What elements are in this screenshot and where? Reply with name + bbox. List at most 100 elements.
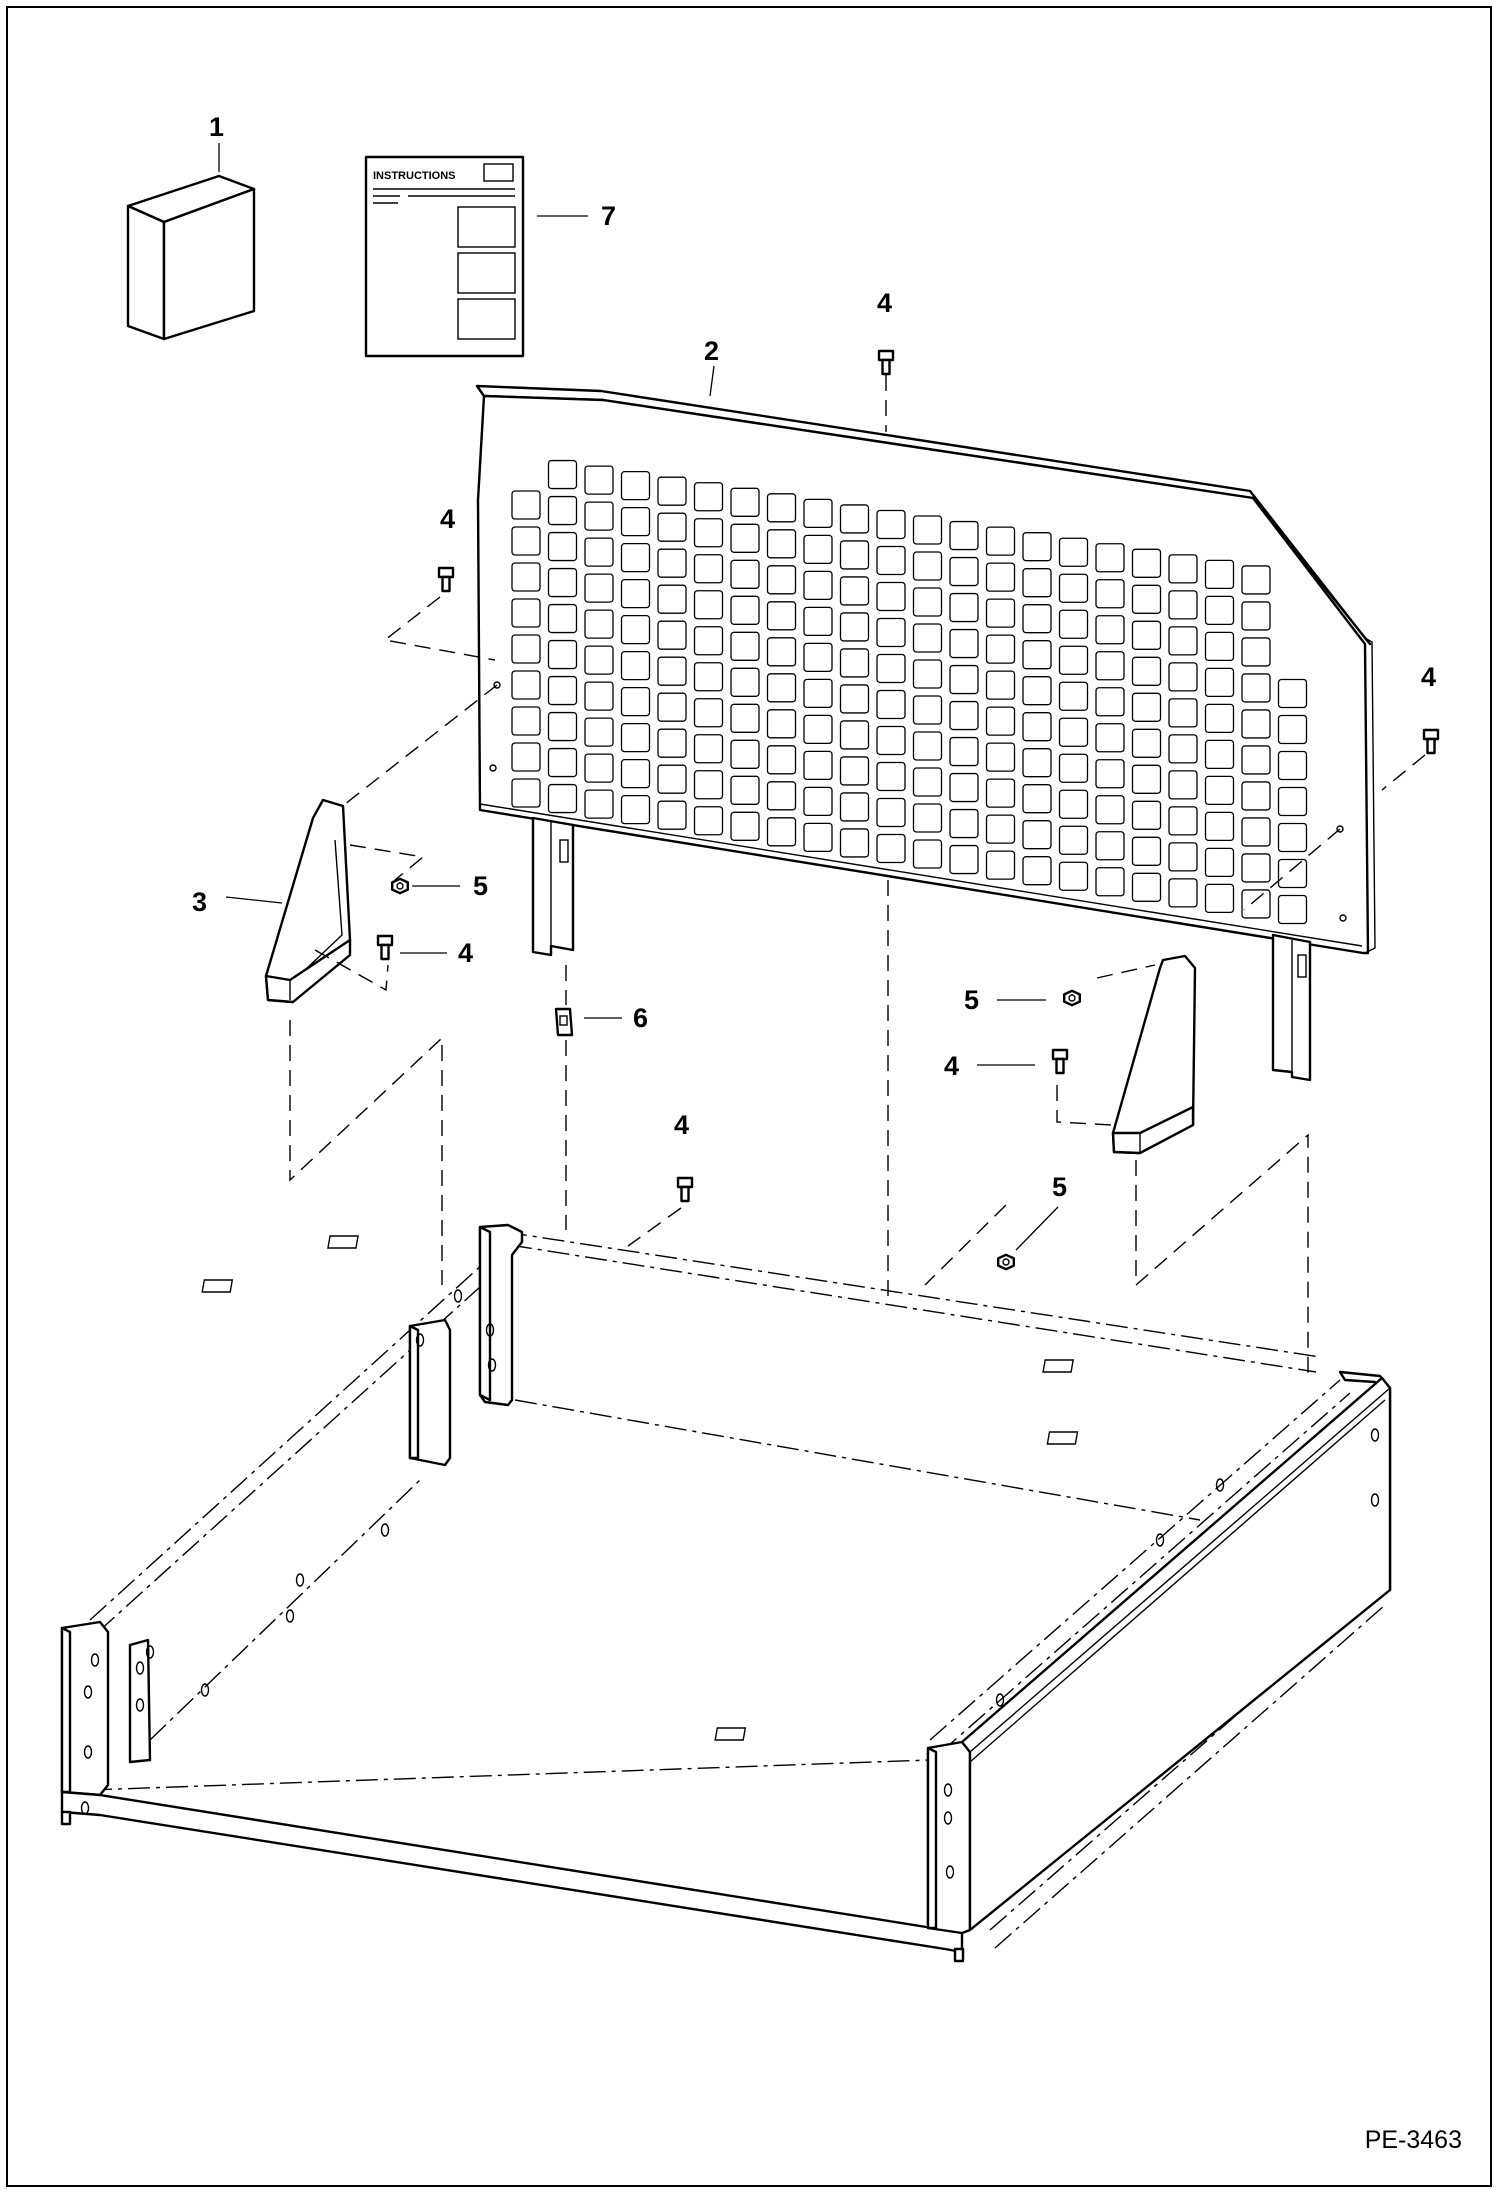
mesh-cell (1058, 645, 1089, 675)
mesh-cell (766, 781, 797, 811)
mesh-cell (1168, 698, 1198, 728)
mesh-cell (766, 637, 797, 667)
frame-hole (80, 1801, 90, 1815)
leader-2 (709, 365, 715, 397)
mesh-cell (693, 770, 724, 800)
mesh-cell (766, 673, 797, 703)
frame-hole (90, 1653, 100, 1667)
leader-5-frame (1015, 1206, 1059, 1251)
mesh-cell (985, 850, 1016, 880)
mesh-cell (1241, 673, 1271, 703)
mesh-cell (985, 526, 1016, 556)
mesh-cell (511, 670, 541, 700)
mesh-cell (1022, 532, 1052, 562)
callout-7: 7 (601, 201, 616, 231)
mesh-cell (803, 750, 833, 781)
mesh-cell (1022, 640, 1052, 670)
callout-4-left: 4 (440, 504, 455, 534)
mesh-cell (876, 761, 906, 792)
mesh-cell (693, 662, 724, 692)
mesh-cell (803, 534, 833, 565)
bolt (1051, 1048, 1069, 1075)
mesh-cell (547, 747, 578, 778)
mesh-cell (620, 758, 651, 789)
bolt (877, 349, 895, 376)
mesh-cell (1277, 786, 1308, 817)
mesh-cell (657, 476, 687, 506)
bolt (676, 1176, 694, 1203)
part-1-box (126, 174, 256, 341)
frame-holes (80, 1289, 1380, 1879)
mesh-cell (1022, 856, 1052, 886)
mesh-cell (693, 734, 724, 764)
mesh-cell (1204, 559, 1235, 590)
mesh-cell (1204, 739, 1235, 770)
mesh-cell (912, 731, 943, 761)
mesh-cell (1058, 537, 1089, 567)
mesh-cell (1131, 620, 1162, 650)
mesh-cell (1058, 825, 1089, 855)
mesh-cell (511, 526, 541, 556)
frame-hole (995, 1693, 1005, 1707)
panel-hole (1336, 825, 1344, 833)
mesh-cell (547, 531, 578, 562)
mesh-cell (949, 736, 979, 767)
callout-3: 3 (192, 887, 207, 917)
mesh-cell (1095, 759, 1125, 789)
mesh-cell (876, 617, 906, 648)
frame-hole (285, 1609, 295, 1623)
callout-6: 6 (633, 1003, 648, 1033)
mesh-cell (1241, 637, 1271, 667)
mesh-cell (693, 590, 724, 620)
mesh-cell (620, 686, 651, 717)
mesh-cell (1058, 573, 1089, 603)
panel-hole (1339, 914, 1347, 922)
mesh-cell (730, 487, 760, 517)
mesh-cell (1131, 692, 1162, 722)
mesh-cell (693, 518, 724, 548)
mesh-cell (985, 706, 1016, 736)
mesh-cell (1022, 568, 1052, 598)
mesh-cell (547, 603, 578, 634)
mesh-cell (1131, 800, 1162, 830)
mesh-cell (1168, 878, 1198, 908)
mesh-cell (657, 620, 687, 650)
mesh-cell (839, 720, 870, 750)
mesh-cell (547, 459, 578, 490)
mesh-cell (1095, 795, 1125, 825)
mesh-cell (730, 595, 760, 625)
mesh-cell (1095, 831, 1125, 861)
nut (997, 1253, 1015, 1271)
mesh-cell (547, 783, 578, 814)
mesh-cell (912, 587, 943, 617)
mesh-cell (1131, 584, 1162, 614)
mesh-cell (511, 742, 541, 772)
mesh-cell (839, 576, 870, 606)
mesh-cell (1168, 806, 1198, 836)
frame-hole (380, 1523, 390, 1537)
base-frame (60, 1223, 1392, 1963)
mesh-cell (839, 684, 870, 714)
mesh-cell (1095, 867, 1125, 897)
mesh-cell (839, 648, 870, 678)
mesh-cell (1277, 714, 1308, 745)
mesh-cell (620, 506, 651, 537)
mesh-cell (1204, 595, 1235, 626)
mesh-cell (1168, 770, 1198, 800)
mesh-cell (1095, 543, 1125, 573)
mesh-cell (1022, 676, 1052, 706)
mesh-cell (584, 681, 614, 711)
mesh-cell (584, 537, 614, 567)
mesh-cell (730, 739, 760, 769)
mesh-cell (1277, 894, 1308, 925)
mesh-cell (547, 567, 578, 598)
callout-5-right: 5 (964, 985, 979, 1015)
mesh-cell (1058, 753, 1089, 783)
mesh-cell (912, 803, 943, 833)
instructions-title: INSTRUCTIONS (373, 170, 456, 182)
mesh-cell (511, 634, 541, 664)
mesh-cell (949, 844, 979, 875)
mesh-cell (766, 601, 797, 631)
mesh-cell (1168, 734, 1198, 764)
callout-1: 1 (209, 112, 224, 142)
